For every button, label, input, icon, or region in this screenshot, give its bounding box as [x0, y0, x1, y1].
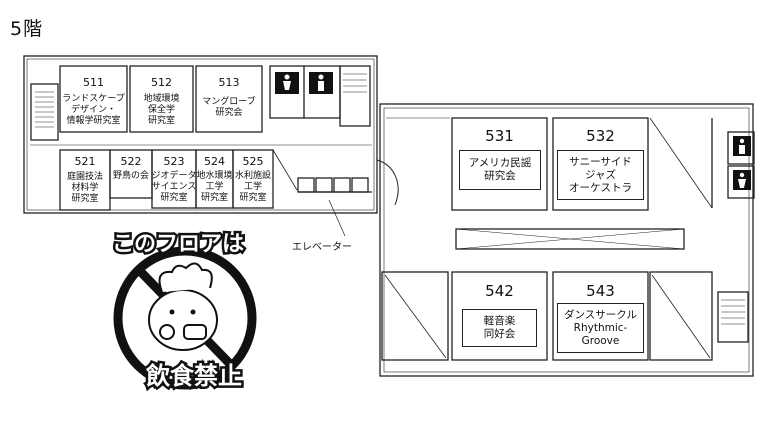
room-512-outline: [129, 65, 194, 133]
room-542-number: 542: [485, 282, 514, 300]
room-525-number: 525: [242, 155, 264, 168]
room-511-line-1: ランドスケープ: [62, 94, 125, 104]
room-523-line-1: ジオデータ: [151, 171, 197, 181]
room-523-label: ジオデータ サイエンス 研究室: [150, 171, 198, 204]
room-525-outline: [232, 149, 274, 209]
room-524-number: 524: [204, 155, 225, 168]
room-525-line-1: 水利施設: [234, 171, 271, 181]
room-512-label: 地域環境 保全学 研究室: [130, 94, 193, 127]
room-531-label: アメリカ民謡 研究会: [459, 150, 541, 190]
room-532-line-1: サニーサイド: [569, 155, 632, 168]
room-522-number: 522: [120, 155, 142, 168]
room-532-line-3: オーケストラ: [569, 181, 632, 194]
room-524-line-2: 工学: [205, 182, 224, 192]
room-543-number: 543: [586, 282, 615, 300]
room-521-line-3: 研究室: [71, 194, 99, 204]
room-531-outline: [451, 117, 548, 211]
no-eating-sign: [113, 246, 257, 390]
elevator-bank: [297, 177, 372, 193]
room-525-line-3: 研究室: [239, 193, 267, 203]
room-543-line-2: Rhythmic-: [573, 321, 628, 334]
room-513-outline: [195, 65, 263, 133]
right-stair-left-wing: [339, 65, 371, 127]
room-542-line-1: 軽音楽: [483, 315, 516, 327]
room-524-line-3: 研究室: [200, 193, 228, 203]
room-522-line-1: 野鳥の会: [112, 171, 149, 181]
room-531-number: 531: [485, 127, 514, 145]
room-521-line-1: 庭園技法: [66, 172, 103, 182]
room-512-line-3: 研究室: [147, 116, 175, 126]
room-511-line-3: 情報学研究室: [66, 116, 121, 126]
notice-subtitle: 飲食禁止: [144, 360, 245, 393]
room-543-line-1: ダンスサークル: [564, 308, 637, 321]
room-532-number: 532: [586, 127, 615, 145]
room-524-label: 地水環境 工学 研究室: [194, 171, 235, 204]
room-513-line-2: 研究会: [215, 108, 243, 118]
room-512-line-2: 保全学: [147, 105, 175, 115]
room-512-number: 512: [151, 76, 172, 89]
room-522-label: 野鳥の会: [110, 171, 152, 182]
room-525-line-2: 工学: [243, 182, 262, 192]
room-513-label: マングローブ 研究会: [196, 97, 262, 119]
room-541-outline: [381, 271, 449, 361]
room-531-line-1: アメリカ民謡: [468, 157, 532, 169]
room-542-outline: [451, 271, 548, 361]
room-513-number: 513: [218, 76, 240, 89]
left-wing-outline: [23, 55, 378, 214]
room-521-label: 庭園技法 材料学 研究室: [60, 172, 110, 205]
elevator-pointer: [328, 199, 346, 237]
right-wing-outline: [379, 103, 754, 377]
room-523-number: 523: [163, 155, 185, 168]
room-525-label: 水利施設 工学 研究室: [231, 171, 275, 204]
room-532-outline: [552, 117, 649, 211]
room-542-line-2: 同好会: [483, 328, 516, 340]
room-511-line-2: デザイン・: [70, 105, 116, 115]
room-531-line-2: 研究会: [484, 170, 516, 182]
room-523-line-2: サイエンス: [151, 182, 197, 192]
room-511-number: 511: [83, 76, 104, 89]
elevator-label: エレベーター: [292, 242, 352, 253]
room-511-label: ランドスケープ デザイン・ 情報学研究室: [58, 94, 129, 127]
room-521-number: 521: [74, 155, 96, 168]
central-void: [455, 228, 685, 250]
notice-title: このフロアは: [109, 230, 246, 260]
room-511-outline: [59, 65, 128, 133]
room-542-label: 軽音楽 同好会: [462, 309, 537, 347]
left-stair: [30, 83, 59, 141]
right-stair: [717, 291, 749, 343]
room-513-line-1: マングローブ: [202, 97, 256, 107]
room-521-line-2: 材料学: [71, 183, 99, 193]
floor-title: 5階: [10, 18, 44, 40]
room-512-line-1: 地域環境: [143, 94, 180, 104]
room-532-line-2: ジャズ: [585, 168, 616, 181]
room-532-label: サニーサイド ジャズ オーケストラ: [557, 150, 644, 200]
room-543-label: ダンスサークル Rhythmic- Groove: [557, 303, 644, 353]
room-544-outline: [649, 271, 713, 361]
room-543-outline: [552, 271, 649, 361]
room-524-line-1: 地水環境: [196, 171, 233, 181]
room-523-line-3: 研究室: [160, 193, 188, 203]
room-543-line-3: Groove: [581, 334, 620, 347]
